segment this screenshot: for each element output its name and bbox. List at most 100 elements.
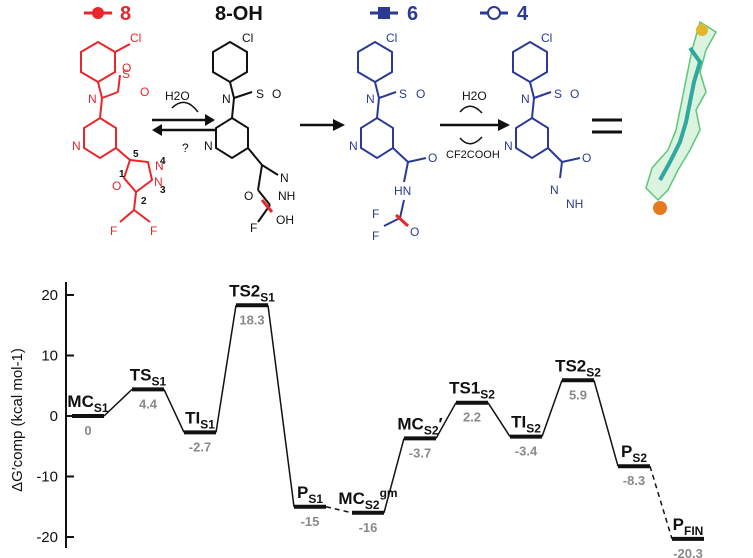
state-label: MCS1 [67,392,108,415]
connector-lines [103,305,673,540]
y-tick-label: -10 [36,469,58,486]
energy-value-label: 0 [84,423,91,438]
molecule-8-structure [80,40,154,223]
energy-value-label: 4.4 [139,396,158,411]
unknown-step-label: ? [182,141,189,155]
svg-text:N: N [204,139,213,153]
state-label: PFIN [673,515,704,538]
molecule-8-oh-atoms: Cl N S O N N NH O F OH [204,31,295,235]
svg-text:Cl: Cl [242,31,253,45]
state-label: TS2S2 [555,356,601,379]
connector-line [383,438,405,513]
connector-line [593,380,619,467]
energy-value-label: -3.7 [409,445,431,460]
molecule-6-atoms: Cl N S O N O HN F F O [349,31,437,243]
y-tick-label: -20 [36,529,58,546]
y-tick-label: 10 [41,348,58,365]
svg-text:O: O [410,225,419,239]
y-tick-label: 20 [41,287,58,304]
compound-label-6: 6 [407,3,418,25]
svg-text:Cl: Cl [541,31,552,45]
metal-ion-icon [653,201,667,215]
svg-text:3: 3 [160,185,166,196]
svg-text:N: N [222,92,231,106]
energy-chart: 20 10 0 -10 -20 ΔG′comp (kcal mol-1) MCS1 0 TS… [9,281,704,558]
connector-line [325,506,353,514]
connector-line [267,305,295,507]
state-label: MCS2gm [338,486,397,512]
svg-text:S: S [399,87,407,101]
equals-sign [592,118,622,134]
svg-text:2: 2 [141,196,147,207]
water-reagent-1: H2O [165,89,190,103]
molecule-8-oh-structure [212,40,279,223]
svg-text:N: N [280,171,289,185]
water-reagent-2: H2O [462,89,487,103]
svg-text:NH: NH [566,197,583,211]
svg-text:S: S [554,87,562,101]
energy-value-label: 2.2 [463,410,481,425]
svg-text:HN: HN [394,184,411,198]
state-label: TS1S2 [449,379,495,402]
open-circle-marker-icon [487,6,501,20]
state-label: TSS1 [130,365,167,388]
svg-text:N: N [366,92,375,106]
svg-text:O: O [416,87,425,101]
bond-cleavage-mark-2 [394,213,410,228]
svg-text:OH: OH [276,213,294,227]
svg-text:N: N [550,183,559,197]
energy-value-label: -8.3 [623,473,645,488]
svg-text:O: O [272,87,281,101]
svg-text:S: S [122,67,130,81]
sulfur-atom-icon [696,24,708,36]
energy-value-label: -3.4 [515,444,538,459]
y-ticks: 20 10 0 -10 -20 [36,287,74,546]
svg-text:F: F [150,224,157,238]
state-label: TS2S1 [229,281,275,304]
svg-text:O: O [112,179,121,193]
compound-label-8: 8 [120,3,131,25]
state-label: TIS1 [185,408,215,431]
svg-text:N: N [504,139,513,153]
svg-text:Cl: Cl [130,31,141,45]
energy-value-label: -15 [301,514,320,529]
molecule-4-atoms: Cl N S O N O N NH [504,31,591,211]
y-axis-label: ΔG′comp (kcal mol-1) [9,348,26,492]
byproduct-label: CF2COOH [446,149,500,161]
svg-text:O: O [582,151,591,165]
compound-label-4: 4 [517,3,529,25]
state-label: PS2 [621,442,647,465]
svg-text:F: F [372,229,379,243]
molecule-4-structure [512,40,581,179]
energy-value-label: -20.3 [673,546,703,558]
svg-text:F: F [250,221,257,235]
y-tick-label: 0 [50,408,58,425]
svg-text:F: F [110,224,117,238]
energy-value-label: 18.3 [239,312,264,327]
svg-text:N: N [349,139,358,153]
connector-line [487,402,511,437]
svg-text:1: 1 [119,169,125,180]
svg-text:O: O [122,61,131,75]
filled-circle-marker-icon [92,7,104,19]
connector-line [103,388,133,417]
svg-text:N: N [155,159,164,173]
svg-text:4: 4 [160,156,166,167]
connector-line [215,305,237,433]
connector-line [163,389,185,433]
connector-line [649,465,673,540]
svg-text:O: O [428,151,437,165]
state-label: TIS2 [511,413,541,436]
crystal-density-map [645,20,718,215]
svg-text:N: N [154,175,163,189]
equilibrium-arrows [152,101,215,136]
compound-label-8-oh: 8-OH [215,3,263,25]
svg-text:O: O [140,85,149,99]
energy-value-label: -2.7 [189,439,211,454]
svg-text:S: S [256,87,264,101]
energy-levels: MCS10TSS14.4TIS1-2.7TS2S118.3PS1-15MCS2g… [67,281,704,558]
svg-text:F: F [372,207,379,221]
energy-value-label: -16 [359,520,378,535]
bond-cleavage-mark-1 [260,199,274,213]
